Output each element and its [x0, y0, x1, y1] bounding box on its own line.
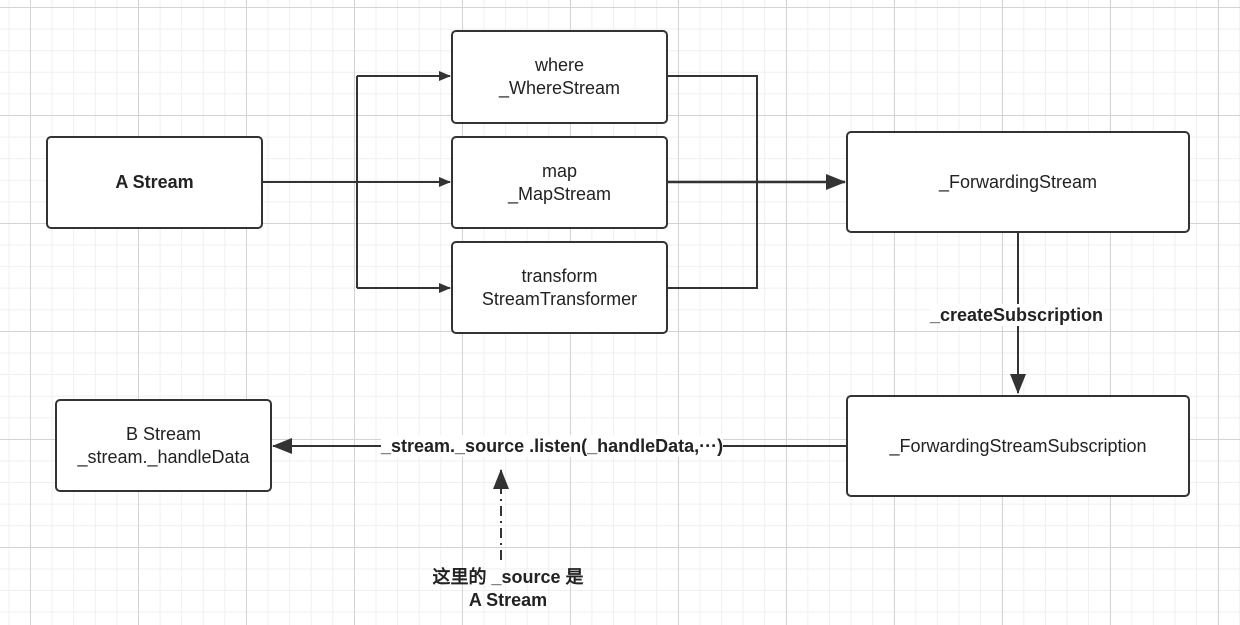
forwarding-subscription-node: _ForwardingStreamSubscription	[846, 395, 1190, 497]
forwarding-subscription-label: _ForwardingStreamSubscription	[889, 435, 1147, 456]
source-note: 这里的 _source 是 A Stream	[416, 566, 600, 612]
b-stream-label: B Stream	[125, 423, 202, 444]
transform-node: transform StreamTransformer	[451, 241, 668, 334]
where-class-label: _WhereStream	[498, 78, 621, 98]
map-class-label: _MapStream	[507, 183, 612, 204]
forwarding-stream-node: _ForwardingStream	[846, 131, 1190, 233]
a-stream-label: A Stream	[115, 172, 194, 192]
forwarding-stream-label: _ForwardingStream	[938, 171, 1098, 192]
b-stream-node: B Stream _stream._handleData	[55, 399, 272, 492]
map-node: map _MapStream	[451, 136, 668, 229]
transform-operator-label: transform	[521, 265, 598, 286]
source-note-line2: A Stream	[468, 590, 548, 610]
listen-call-label: _stream._source .listen(_handleData,···)	[381, 435, 724, 457]
source-note-line1: 这里的 _source 是	[432, 567, 584, 587]
create-subscription-label: _createSubscription	[930, 304, 1104, 326]
map-operator-label: map	[541, 160, 577, 181]
a-stream-node: A Stream	[46, 136, 263, 229]
transform-class-label: StreamTransformer	[481, 288, 638, 309]
where-operator-label: where	[534, 55, 585, 75]
where-node: where _WhereStream	[451, 30, 668, 124]
b-stream-handler-label: _stream._handleData	[77, 446, 250, 467]
